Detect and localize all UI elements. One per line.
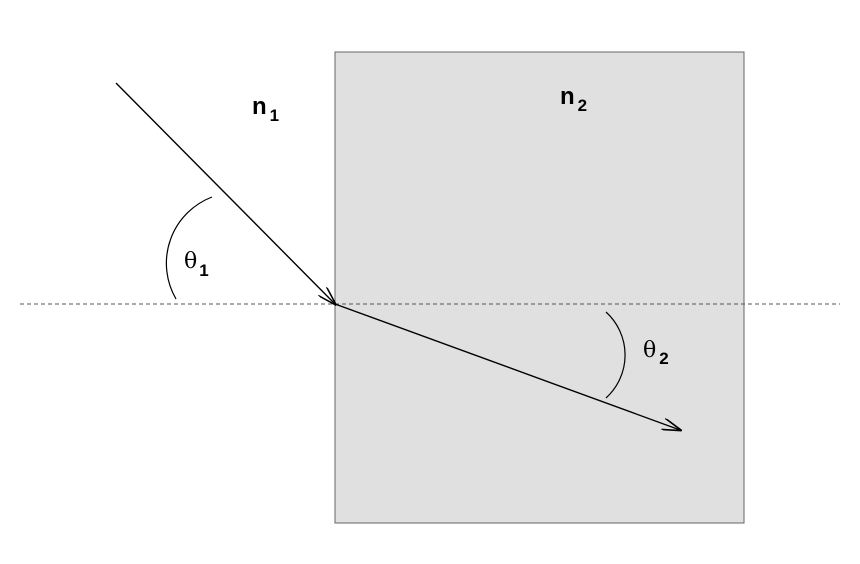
theta-1-arc [165,196,213,300]
theta-2-arc [605,311,626,399]
refracted-ray [334,303,680,430]
medium-2-region [334,51,745,524]
incident-ray [115,82,335,304]
